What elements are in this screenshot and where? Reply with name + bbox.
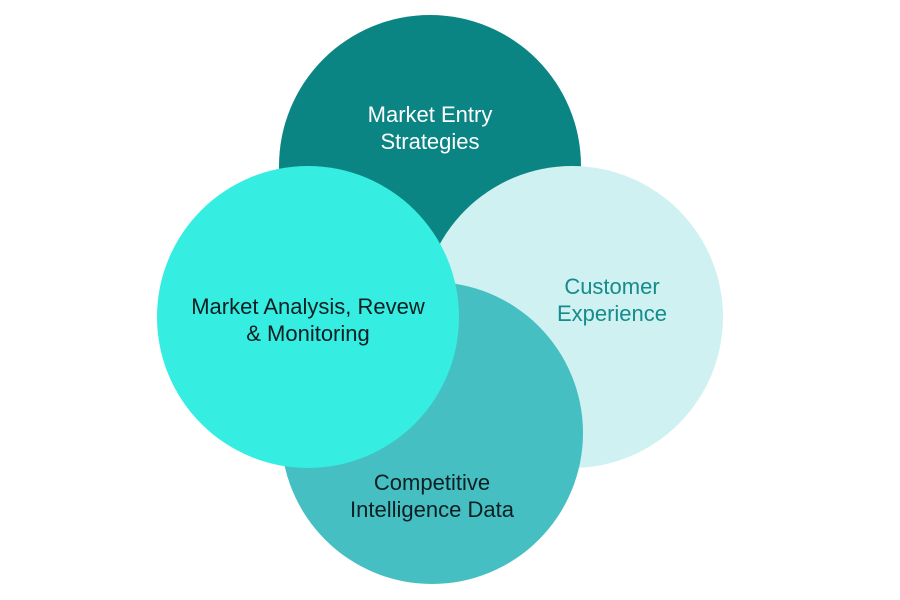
label-market-analysis-review-monitoring: Market Analysis, Revew & Monitoring	[158, 293, 458, 347]
label-line: Market Entry	[367, 102, 493, 127]
label-line: Strategies	[380, 129, 480, 154]
label-competitive-intelligence-data: Competitive Intelligence Data	[322, 469, 542, 523]
label-line: Competitive	[373, 470, 491, 495]
label-customer-experience: Customer Experience	[512, 273, 712, 327]
label-line: Customer	[564, 274, 660, 299]
circle-market-analysis-review-monitoring	[157, 166, 459, 468]
label-line: Market Analysis, Revew	[191, 294, 425, 319]
label-line: & Monitoring	[246, 321, 370, 346]
label-line: Intelligence Data	[350, 497, 514, 522]
label-line: Experience	[556, 301, 668, 326]
label-market-entry-strategies: Market Entry Strategies	[330, 101, 530, 155]
